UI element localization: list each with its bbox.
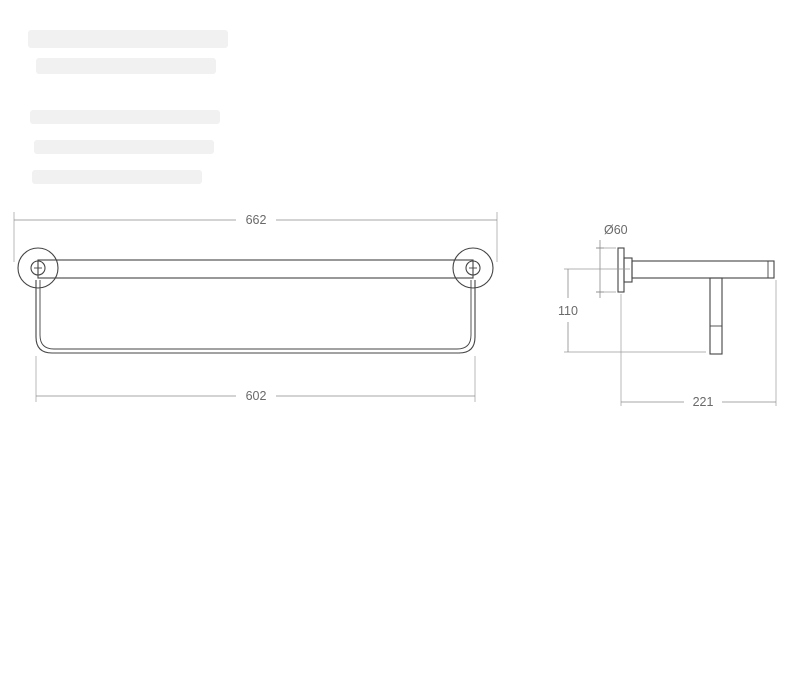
dimension-label-depth: 221 <box>693 395 714 409</box>
dimension-height: 110 <box>558 268 706 353</box>
side-collar <box>623 257 633 283</box>
dimension-label-flange-diameter: Ø60 <box>604 223 628 237</box>
lower-loop-outer <box>35 280 476 354</box>
lower-loop-inner <box>39 280 472 350</box>
dimension-bracket-spacing: 602 <box>35 356 476 403</box>
top-rail <box>37 259 474 279</box>
dimension-depth: 221 <box>620 280 777 409</box>
side-drop <box>709 277 723 355</box>
right-flange <box>452 247 494 289</box>
left-flange <box>17 247 59 289</box>
dimension-overall-width: 662 <box>13 212 498 262</box>
side-wall-plate <box>617 247 625 293</box>
left-screw-icon <box>30 260 46 276</box>
front-view: 662 602 <box>13 212 498 403</box>
ghost-watermark <box>28 30 228 184</box>
dimension-flange-diameter: Ø60 <box>596 223 628 298</box>
side-arm <box>631 260 775 279</box>
dimension-label-overall-width: 662 <box>246 213 267 227</box>
dimension-label-bracket-spacing: 602 <box>246 389 267 403</box>
dimension-label-height: 110 <box>558 304 578 318</box>
side-view: Ø60 110 221 <box>558 223 777 409</box>
right-screw-icon <box>465 260 481 276</box>
